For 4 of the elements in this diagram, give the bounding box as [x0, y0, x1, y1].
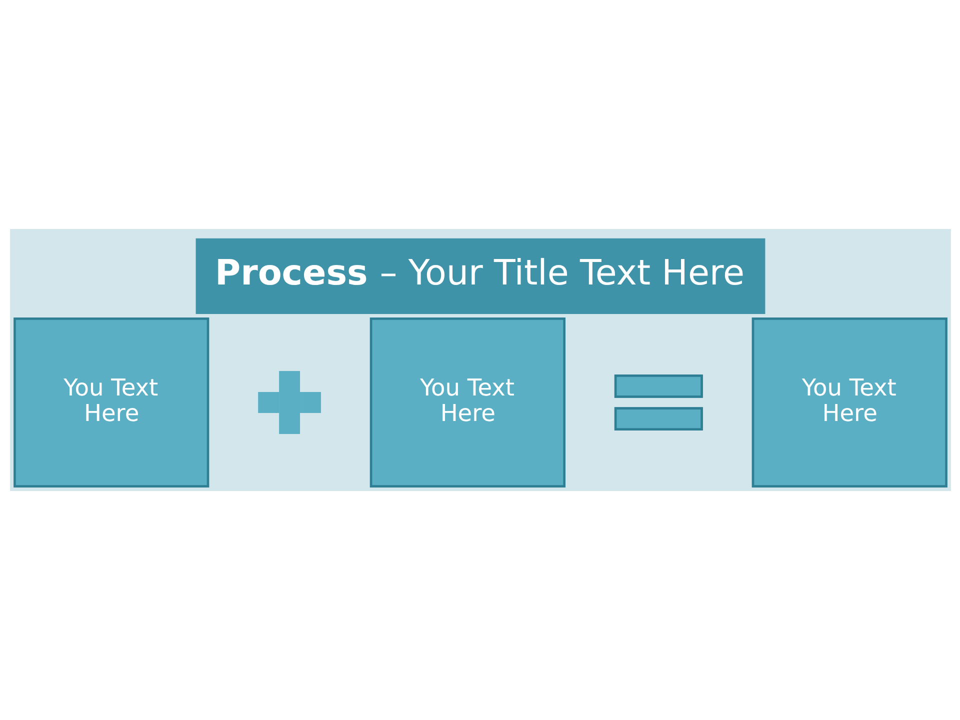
node-box: You Text Here [751, 318, 947, 488]
node-box: You Text Here [369, 318, 565, 488]
diagram-title: Process – Your Title Text Here [214, 253, 744, 294]
node-box: You Text Here [13, 318, 209, 488]
